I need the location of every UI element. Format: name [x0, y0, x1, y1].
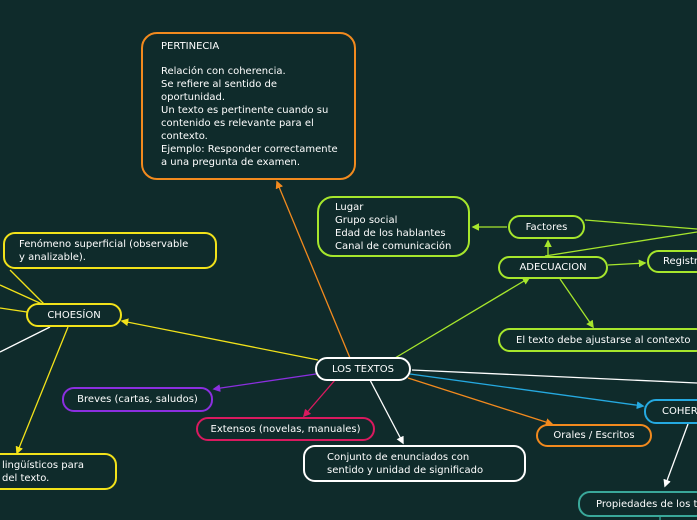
extensos-node[interactable]: Extensos (novelas, manuales)	[196, 417, 375, 441]
link-cohesion-left1	[0, 284, 43, 305]
link-cohesion-left3	[0, 326, 51, 353]
link-central-extensos	[302, 379, 336, 418]
link-central-conjunto	[369, 379, 404, 445]
pertinencia-body: Relación con coherencia. Se refiere al s…	[161, 66, 338, 168]
factores-list-node[interactable]: Lugar Grupo social Edad de los hablantes…	[317, 196, 470, 257]
cohesion-node[interactable]: CHOESÍON	[26, 303, 122, 327]
adecuacion-node[interactable]: ADECUACION	[498, 256, 608, 279]
link-central-right	[411, 369, 697, 384]
orales-node[interactable]: Orales / Escritos	[536, 424, 652, 447]
central-node[interactable]: LOS TEXTOS	[315, 357, 411, 381]
link-cohesion-fenomeno	[9, 269, 46, 306]
conjunto-node[interactable]: Conjunto de enunciados con sentido y uni…	[303, 445, 526, 482]
link-central-adecuacion	[394, 277, 531, 359]
link-adecuacion-registro	[607, 259, 647, 268]
registro-node[interactable]: Registr	[647, 250, 697, 273]
linguisticos-node[interactable]: lingüísticos para del texto.	[0, 453, 117, 490]
link-adecuacion-ajustarse	[559, 278, 594, 329]
propiedades-node[interactable]: Propiedades de los t	[578, 491, 697, 517]
link-central-breves	[212, 373, 317, 392]
link-cohesion-left2	[0, 307, 28, 313]
link-adecuacion-topright	[544, 231, 697, 257]
link-coherencia-propiedades	[663, 423, 689, 488]
link-central-orales	[407, 377, 554, 426]
ajustarse-node[interactable]: El texto debe ajustarse al contexto	[498, 328, 697, 352]
factores-node[interactable]: Factores	[508, 215, 585, 239]
link-central-pertinencia	[275, 180, 351, 359]
link-factores-right	[584, 219, 697, 230]
fenomeno-node[interactable]: Fenómeno superficial (observable y anali…	[3, 232, 217, 269]
breves-node[interactable]: Breves (cartas, saludos)	[62, 387, 213, 412]
pertinencia-node[interactable]: PERTINECIA Relación con coherencia. Se r…	[141, 32, 356, 180]
link-central-coherencia	[409, 373, 645, 410]
coherencia-node[interactable]: COHER	[644, 399, 697, 424]
pertinencia-title: PERTINECIA	[161, 41, 220, 52]
link-central-cohesion	[120, 318, 319, 361]
link-cohesion-linguisticos	[15, 326, 69, 455]
